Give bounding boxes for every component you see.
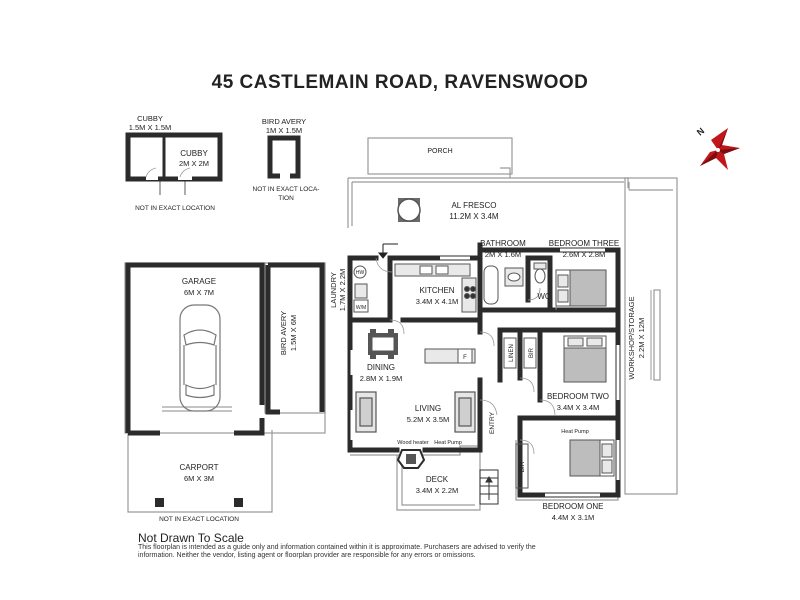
bird-avery-small-structure: [267, 135, 301, 179]
bathroom-size: 2M X 1.6M: [485, 250, 521, 259]
door-swings: [375, 257, 569, 455]
living-label: LIVING: [415, 404, 441, 413]
garage-size: 6M X 7M: [184, 288, 214, 297]
cubby-structure: [125, 132, 223, 195]
disclaimer-text: This floorplan is intended as a guide on…: [138, 544, 536, 559]
bed-icon: [555, 269, 607, 307]
heat-pump-bed-label: Heat Pump: [561, 429, 589, 435]
cubby-large-label: CUBBY: [180, 149, 208, 158]
porch-label: PORCH: [427, 148, 452, 155]
hot-water-label: HW: [356, 270, 365, 276]
compass-north-label: N: [695, 126, 706, 138]
al-fresco-label: AL FRESCO: [451, 201, 496, 210]
linen-label: LINEN: [509, 344, 515, 362]
sofa-icon: [355, 391, 476, 433]
not-to-scale-note: Not Drawn To Scale: [138, 531, 244, 545]
workshop-label: WORKSHOP/STORAGE: [627, 296, 636, 379]
dining-label: DINING: [367, 363, 395, 372]
bird-avery-large-label: BIRD AVERY: [279, 311, 288, 355]
laundry-size: 1.7M X 2.2M: [338, 269, 347, 312]
bedroom-three-size: 2.6M X 2.8M: [563, 250, 606, 259]
bed-icon: [569, 439, 615, 477]
bathroom-fixtures: [483, 262, 547, 305]
carport-size: 6M X 3M: [184, 474, 214, 483]
laundry-fixtures: [353, 265, 369, 313]
fridge-label: F: [463, 355, 467, 361]
wood-heater-icon: [396, 449, 426, 469]
bird-avery-note-line1: NOT IN EXACT LOCA-: [253, 186, 320, 193]
bathroom-label: BATHROOM: [480, 239, 526, 248]
bir-two-label: BIR: [529, 347, 535, 358]
washing-machine-label: W/M: [356, 305, 366, 311]
entry-label: ENTRY: [489, 411, 496, 434]
deck-size: 3.4M X 2.2M: [416, 486, 459, 495]
outdoor-table-icon: [397, 198, 421, 222]
deck-stairs: [479, 469, 499, 505]
carport-post: [155, 498, 164, 507]
bird-avery-small-label: BIRD AVERY: [262, 117, 306, 126]
garage-walls: [125, 262, 325, 436]
living-size: 5.2M X 3.5M: [407, 415, 450, 424]
laundry-label: LAUNDRY: [329, 272, 338, 308]
garage-label: GARAGE: [182, 277, 216, 286]
outdoor-lines: [124, 137, 678, 513]
workshop-size: 2.2M X 12M: [637, 318, 646, 358]
cubby-small-label: CUBBY: [137, 114, 163, 123]
plan-title: 45 CASTLEMAIN ROAD, RAVENSWOOD: [211, 72, 589, 93]
bedroom-two-label: BEDROOM TWO: [547, 392, 609, 401]
carport-label: CARPORT: [180, 463, 219, 472]
entry-arrow-icon: [377, 243, 398, 259]
car-icon: [179, 304, 221, 412]
bed-icon: [563, 335, 607, 383]
bir-one-label: BIR: [519, 461, 526, 472]
wc-label: WC: [537, 292, 551, 301]
dining-table-icon: [368, 329, 398, 359]
bedroom-two-size: 3.4M X 3.4M: [557, 403, 600, 412]
kitchen-size: 3.4M X 4.1M: [416, 297, 459, 306]
cubby-location-note: NOT IN EXACT LOCATION: [135, 205, 215, 212]
wood-heater-label: Wood heater: [397, 440, 429, 446]
compass-rose-icon: [700, 128, 740, 170]
dining-size: 2.8M X 1.9M: [360, 374, 403, 383]
bird-avery-small-size: 1M X 1.5M: [266, 126, 302, 135]
al-fresco-size: 11.2M X 3.4M: [449, 212, 499, 221]
kitchen-label: KITCHEN: [419, 286, 454, 295]
carport-location-note: NOT IN EXACT LOCATION: [159, 516, 239, 523]
heat-pump-living-label: Heat Pump: [434, 440, 462, 446]
kitchen-fixtures: [394, 263, 477, 364]
carport-post: [234, 498, 243, 507]
bird-avery-large-size: 1.5M X 6M: [289, 315, 298, 351]
bedroom-three-label: BEDROOM THREE: [549, 239, 620, 248]
storage-boxes: [503, 337, 537, 489]
cubby-large-size: 2M X 2M: [179, 159, 209, 168]
deck-label: DECK: [426, 475, 449, 484]
cubby-small-size: 1.5M X 1.5M: [129, 123, 172, 132]
bird-avery-note-line2: TION: [278, 195, 294, 202]
bedroom-one-label: BEDROOM ONE: [543, 502, 604, 511]
windows: [350, 248, 620, 497]
bedroom-one-size: 4.4M X 3.1M: [552, 513, 595, 522]
